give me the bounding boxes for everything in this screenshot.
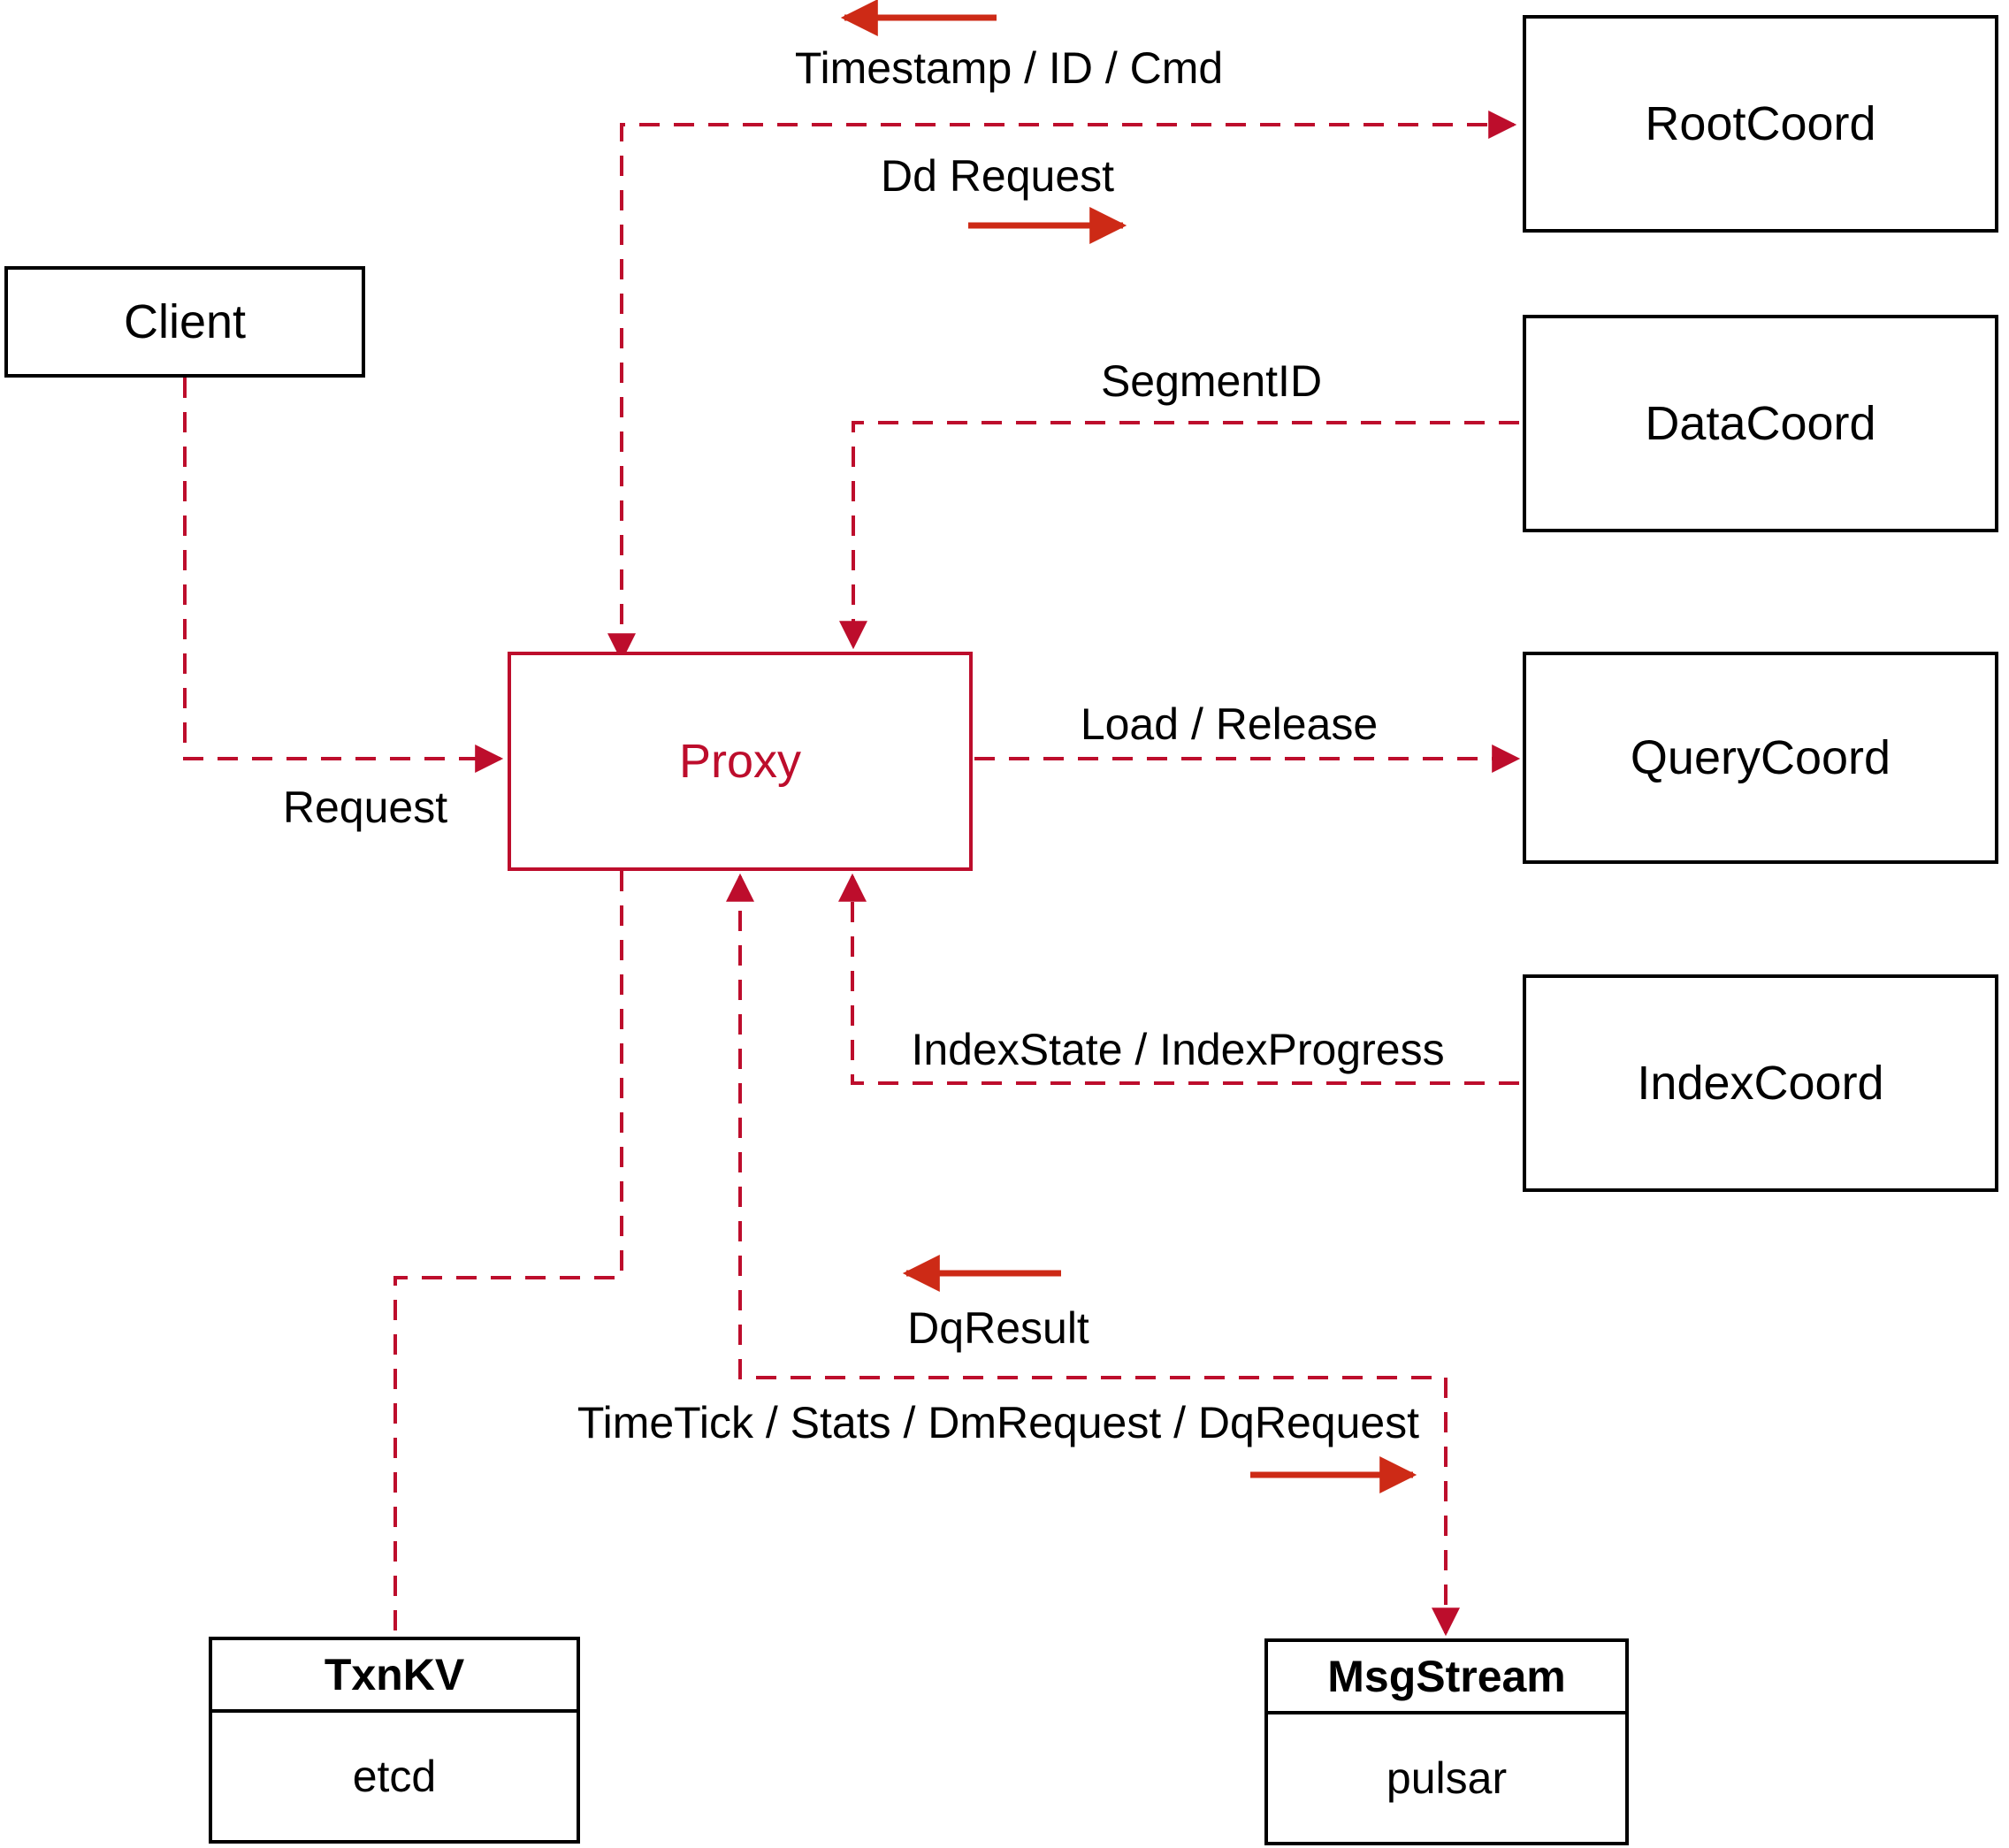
node-proxy-label: Proxy [678,735,802,788]
node-datacoord: DataCoord [1523,315,1998,532]
node-msgstream-title: MsgStream [1268,1642,1625,1714]
edge-label-request: Request [282,783,448,832]
edge-proxy-rootcoord [607,111,1517,662]
edge-datacoord-to-proxy [839,421,1519,650]
edge-proxy-msgstream [726,873,1460,1637]
edge-label-load-release: Load / Release [1080,699,1379,749]
node-rootcoord-label: RootCoord [1645,97,1876,150]
edge-client-to-proxy [183,378,504,773]
edge-label-segment-id: SegmentID [1100,356,1323,406]
edge-label-timestamp: Timestamp / ID / Cmd [794,43,1224,93]
node-indexcoord: IndexCoord [1523,974,1998,1192]
node-rootcoord: RootCoord [1523,15,1998,233]
node-indexcoord-label: IndexCoord [1637,1057,1884,1110]
node-client-label: Client [123,295,247,348]
node-msgstream-impl: pulsar [1386,1753,1508,1803]
node-txnkv-impl: etcd [352,1752,437,1801]
node-txnkv: TxnKV etcd [209,1637,580,1844]
node-proxy: Proxy [508,652,973,871]
edge-proxy-txnkv [393,871,623,1635]
node-datacoord-label: DataCoord [1645,397,1876,450]
node-txnkv-title: TxnKV [212,1640,577,1713]
node-querycoord: QueryCoord [1523,652,1998,864]
edge-label-index-state: IndexState / IndexProgress [911,1025,1445,1074]
edge-label-dd-request: Dd Request [880,151,1115,201]
node-querycoord-label: QueryCoord [1630,731,1891,784]
edge-label-time-tick: TimeTick / Stats / DmRequest / DqRequest [577,1398,1420,1447]
node-client: Client [4,266,365,378]
node-msgstream: MsgStream pulsar [1264,1638,1629,1845]
edge-label-dq-result: DqResult [907,1303,1089,1353]
